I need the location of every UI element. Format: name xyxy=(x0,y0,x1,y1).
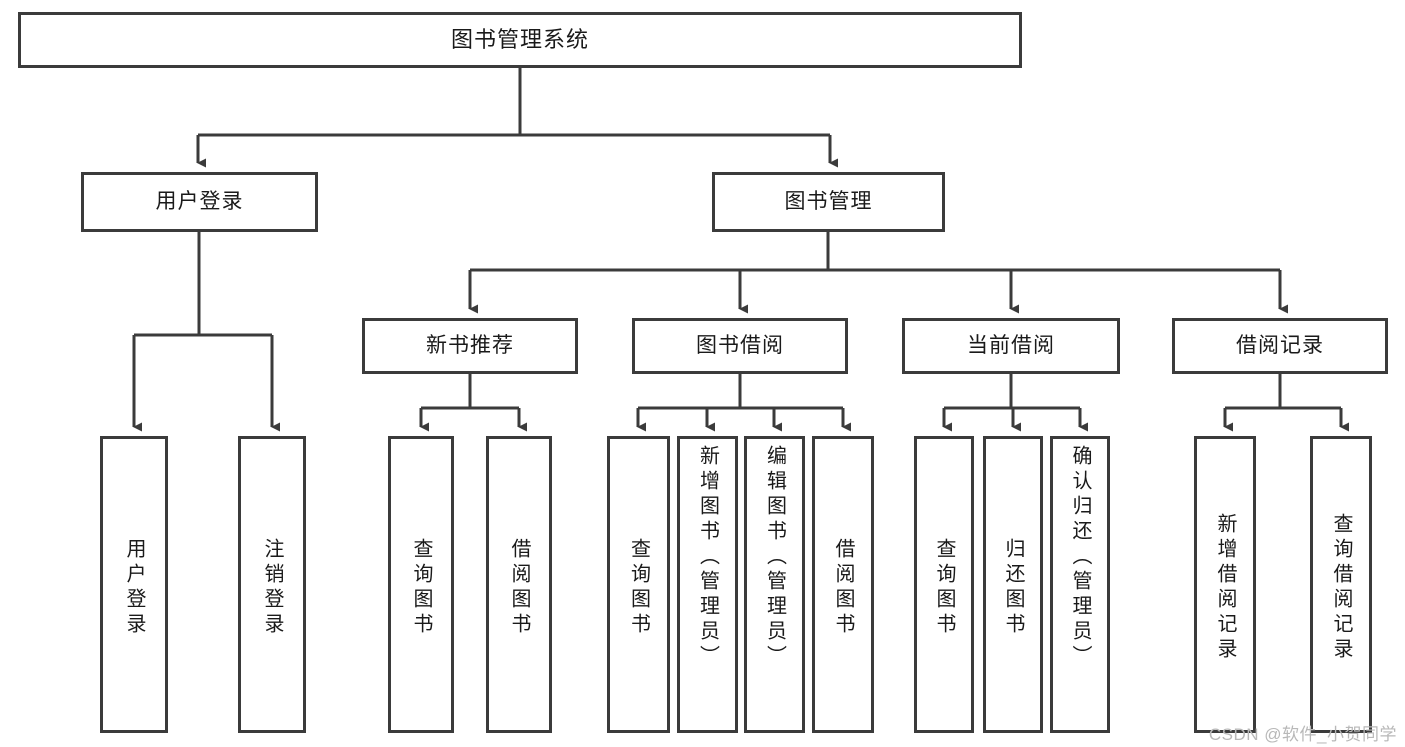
node-user-login-label: 用户登录 xyxy=(155,189,244,213)
node-book-manage[interactable]: 图书管理 xyxy=(712,172,945,232)
node-leaf-logout[interactable]: 注销登录 xyxy=(238,436,306,733)
node-user-login[interactable]: 用户登录 xyxy=(81,172,318,232)
node-leaf-edit-book[interactable]: 编辑图书（管理员） xyxy=(744,436,805,733)
node-borrow-record[interactable]: 借阅记录 xyxy=(1172,318,1388,374)
node-leaf-add-book[interactable]: 新增图书（管理员） xyxy=(677,436,738,733)
node-leaf-return-book-label: 归还图书 xyxy=(1002,537,1024,638)
node-new-book-recommend-label: 新书推荐 xyxy=(426,333,514,357)
node-leaf-add-record-label: 新增借阅记录 xyxy=(1214,512,1236,663)
node-leaf-query-book-cur-label: 查询图书 xyxy=(933,537,955,638)
node-leaf-confirm-return[interactable]: 确认归还（管理员） xyxy=(1050,436,1110,733)
node-leaf-confirm-return-label: 确认归还（管理员） xyxy=(1069,445,1091,670)
node-leaf-logout-label: 注销登录 xyxy=(261,537,283,638)
csdn-watermark: CSDN @软件_小贺同学 xyxy=(1208,725,1397,744)
node-leaf-query-record[interactable]: 查询借阅记录 xyxy=(1310,436,1372,733)
node-leaf-borrow-book[interactable]: 借阅图书 xyxy=(812,436,874,733)
node-leaf-query-book-rec-label: 查询图书 xyxy=(410,537,432,638)
node-current-borrow[interactable]: 当前借阅 xyxy=(902,318,1120,374)
node-book-borrow-label: 图书借阅 xyxy=(696,333,784,357)
node-leaf-query-book-borrow[interactable]: 查询图书 xyxy=(607,436,670,733)
node-current-borrow-label: 当前借阅 xyxy=(967,333,1055,357)
node-leaf-borrow-book-label: 借阅图书 xyxy=(832,537,854,638)
node-borrow-record-label: 借阅记录 xyxy=(1236,333,1324,357)
node-root[interactable]: 图书管理系统 xyxy=(18,12,1022,68)
node-leaf-user-login[interactable]: 用户登录 xyxy=(100,436,168,733)
node-book-borrow[interactable]: 图书借阅 xyxy=(632,318,848,374)
node-root-label: 图书管理系统 xyxy=(450,27,589,53)
node-leaf-query-book-borrow-label: 查询图书 xyxy=(627,537,650,638)
node-leaf-return-book[interactable]: 归还图书 xyxy=(983,436,1043,733)
node-leaf-query-book-cur[interactable]: 查询图书 xyxy=(914,436,974,733)
node-leaf-edit-book-label: 编辑图书（管理员） xyxy=(763,445,786,670)
node-leaf-borrow-book-rec-label: 借阅图书 xyxy=(508,537,530,638)
node-leaf-user-login-label: 用户登录 xyxy=(123,537,145,638)
node-new-book-recommend[interactable]: 新书推荐 xyxy=(362,318,578,374)
node-leaf-borrow-book-rec[interactable]: 借阅图书 xyxy=(486,436,552,733)
node-leaf-query-record-label: 查询借阅记录 xyxy=(1330,512,1352,663)
node-leaf-add-book-label: 新增图书（管理员） xyxy=(696,445,719,670)
node-book-manage-label: 图书管理 xyxy=(784,189,873,213)
node-leaf-query-book-rec[interactable]: 查询图书 xyxy=(388,436,454,733)
node-leaf-add-record[interactable]: 新增借阅记录 xyxy=(1194,436,1256,733)
